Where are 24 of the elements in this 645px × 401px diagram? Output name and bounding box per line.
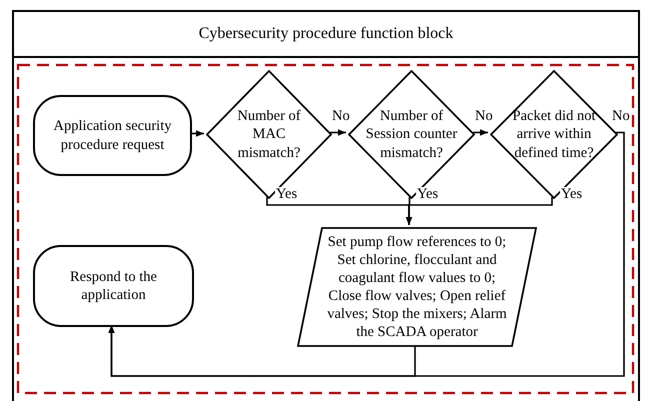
block-title: Cybersecurity procedure function block	[198, 24, 454, 44]
edge-label: No	[611, 109, 631, 124]
edge-label: No	[474, 109, 494, 124]
node-text: Application security procedure request	[52, 117, 172, 154]
terminal-box	[33, 245, 194, 327]
edge-label: Yes	[560, 187, 584, 202]
connector-arrow	[190, 130, 204, 137]
connector-arrow	[108, 132, 625, 377]
decision-diamond	[206, 70, 332, 199]
connector-arrow	[406, 197, 553, 225]
node-text: Respond to the application	[69, 268, 158, 304]
action-parallelogram	[297, 227, 537, 347]
node-text: Number of Session counter mismatch?	[364, 107, 458, 162]
node-text: Set pump flow references to 0; Set chlorine, flocculant and coagulant flow values to 0; Close flow valves; Open relief valves; Stop the mixers; Alarm the SCADA operator	[326, 232, 508, 342]
function-block	[12, 10, 640, 401]
node-text: Packet did not arrive within defined time?	[512, 107, 596, 162]
connector-arrow	[330, 129, 346, 136]
connector-arrow	[473, 129, 488, 136]
edge-label: Yes	[416, 187, 440, 202]
edge-label: Yes	[275, 187, 298, 202]
terminal-box	[33, 95, 192, 176]
edge-label: No	[331, 109, 351, 124]
node-text: Number of MAC mismatch?	[236, 107, 302, 162]
decision-diamond	[348, 70, 475, 199]
